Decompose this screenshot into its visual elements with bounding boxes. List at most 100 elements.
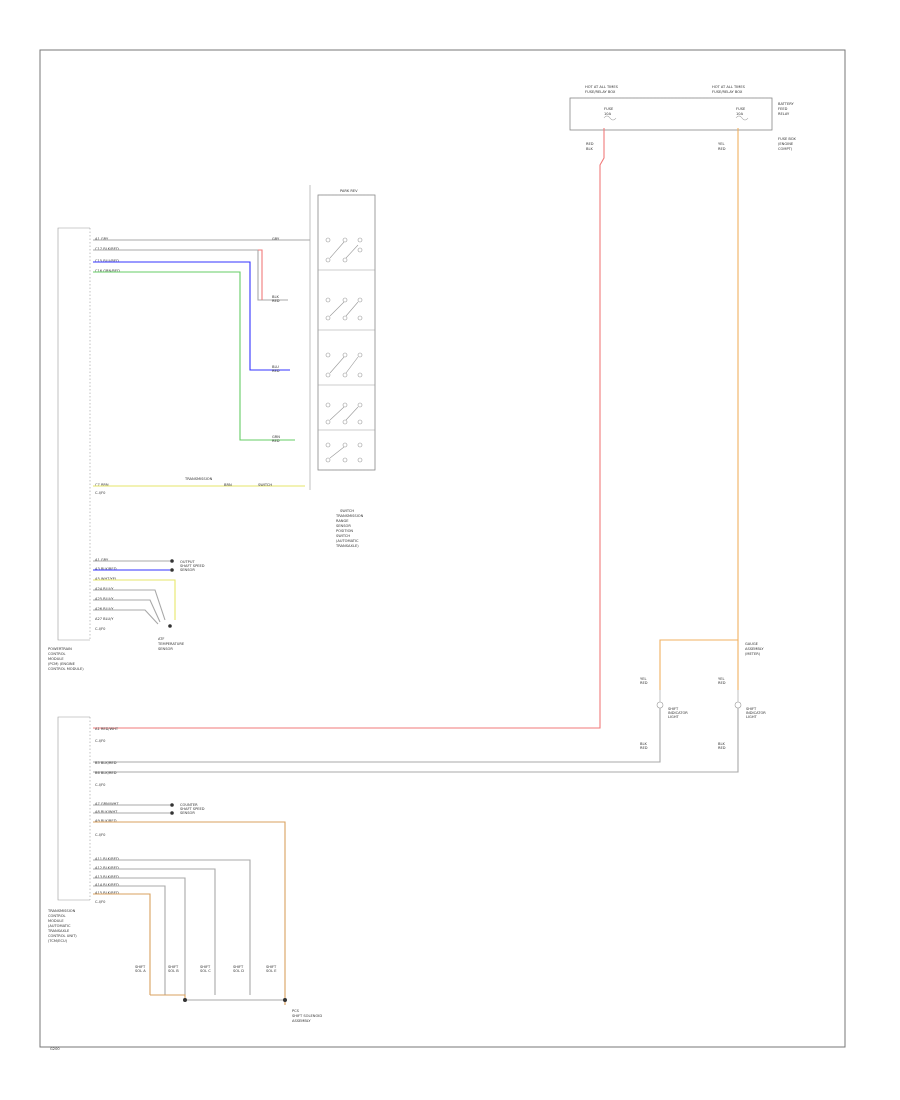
- svg-text:RED: RED: [640, 681, 648, 685]
- svg-text:C15 BLU/RED: C15 BLU/RED: [95, 259, 119, 263]
- svg-text:C7 BRN: C7 BRN: [95, 483, 109, 487]
- svg-text:MODULE: MODULE: [48, 919, 64, 923]
- svg-text:A13 BLK/RED: A13 BLK/RED: [95, 875, 119, 879]
- svg-text:SWITCH: SWITCH: [336, 534, 350, 538]
- svg-text:TEMPERATURE: TEMPERATURE: [157, 642, 185, 646]
- svg-text:RED: RED: [718, 681, 726, 685]
- svg-text:COMPT): COMPT): [778, 147, 793, 151]
- svg-text:SHIFT: SHIFT: [233, 965, 244, 969]
- svg-text:SOL E: SOL E: [266, 969, 277, 973]
- svg-text:10A: 10A: [604, 112, 612, 116]
- svg-text:GRY: GRY: [272, 237, 280, 241]
- svg-text:C17 BLK/RED: C17 BLK/RED: [95, 247, 119, 251]
- svg-text:LIGHT: LIGHT: [668, 715, 680, 719]
- svg-text:TRANSMISSION: TRANSMISSION: [335, 514, 364, 518]
- svg-text:SHIFT: SHIFT: [266, 965, 277, 969]
- svg-text:RANGE: RANGE: [336, 519, 349, 523]
- svg-text:SOL C: SOL C: [200, 969, 211, 973]
- svg-text:(AUTOMATIC: (AUTOMATIC: [48, 924, 71, 928]
- svg-text:SWITCH: SWITCH: [258, 483, 272, 487]
- red-wire: [93, 128, 605, 729]
- fuse-box: HOT AT ALL TIMES FUSE/RELAY BOX HOT AT A…: [569, 85, 796, 151]
- svg-text:C-I/F0: C-I/F0: [95, 739, 106, 743]
- svg-text:A11 BLK/RED: A11 BLK/RED: [95, 857, 119, 861]
- svg-text:C-I/F0: C-I/F0: [95, 627, 106, 631]
- svg-text:HOT AT ALL TIMES: HOT AT ALL TIMES: [712, 85, 746, 89]
- svg-text:BLK: BLK: [586, 147, 593, 151]
- svg-text:A12 BLK/RED: A12 BLK/RED: [95, 866, 119, 870]
- powertrain-control-module: A1 GRY C17 BLK/RED C15 BLU/RED C16 GRN/R…: [48, 227, 120, 671]
- svg-text:RED: RED: [272, 369, 280, 373]
- svg-text:C-I/F0: C-I/F0: [95, 783, 106, 787]
- diagram-frame: [39, 49, 846, 1048]
- svg-text:SHIFT: SHIFT: [668, 707, 679, 711]
- svg-text:SOL D: SOL D: [233, 969, 244, 973]
- svg-text:FUSE/RELAY BOX: FUSE/RELAY BOX: [585, 90, 616, 94]
- svg-text:A1 RED/WHT: A1 RED/WHT: [95, 727, 119, 731]
- svg-text:(PCM) (ENGINE: (PCM) (ENGINE: [48, 662, 76, 666]
- svg-text:TRANSAXLE: TRANSAXLE: [47, 929, 70, 933]
- svg-text:SOL A: SOL A: [135, 969, 146, 973]
- svg-text:SENSOR: SENSOR: [180, 811, 195, 815]
- svg-text:SHIFT SOLENOID: SHIFT SOLENOID: [292, 1014, 322, 1018]
- svg-text:SOL B: SOL B: [168, 969, 179, 973]
- svg-text:COUNTER: COUNTER: [180, 803, 198, 807]
- svg-text:YEL: YEL: [718, 677, 724, 681]
- svg-text:RED: RED: [640, 746, 648, 750]
- svg-text:POWERTRAIN: POWERTRAIN: [48, 647, 72, 651]
- svg-text:BLU: BLU: [272, 365, 279, 369]
- svg-text:(METER): (METER): [745, 652, 761, 656]
- transmission-label: TRANSMISSION: [184, 477, 213, 481]
- svg-text:FUSE BOX: FUSE BOX: [778, 137, 796, 141]
- svg-text:SHAFT SPEED: SHAFT SPEED: [180, 564, 205, 568]
- svg-text:A1 GRY: A1 GRY: [95, 558, 109, 562]
- svg-text:A26 BLU/Y: A26 BLU/Y: [95, 607, 114, 611]
- svg-text:GRN: GRN: [272, 435, 280, 439]
- svg-text:SHAFT SPEED: SHAFT SPEED: [180, 807, 205, 811]
- svg-text:YEL: YEL: [718, 142, 724, 146]
- svg-text:C-I/F0: C-I/F0: [95, 491, 106, 495]
- svg-text:SHIFT: SHIFT: [746, 707, 757, 711]
- svg-text:A9 BLK/RED: A9 BLK/RED: [95, 819, 117, 823]
- svg-text:B6 BLK/RED: B6 BLK/RED: [95, 771, 117, 775]
- svg-text:RED: RED: [272, 439, 280, 443]
- svg-text:A27 BLU/Y: A27 BLU/Y: [95, 617, 114, 621]
- svg-text:MODULE: MODULE: [48, 657, 64, 661]
- svg-text:POSITION: POSITION: [336, 529, 353, 533]
- svg-text:A25 BLU/Y: A25 BLU/Y: [95, 597, 114, 601]
- svg-text:INDICATOR: INDICATOR: [668, 711, 688, 715]
- transmission-range-switch: PARK REV SWITCH TRANSMISSION RANGE SENSO…: [309, 185, 376, 548]
- svg-text:(TCM/ECU): (TCM/ECU): [48, 939, 68, 943]
- svg-text:FUSE/RELAY BOX: FUSE/RELAY BOX: [712, 90, 743, 94]
- svg-text:TRANSAXLE): TRANSAXLE): [335, 544, 359, 548]
- svg-text:FUSE: FUSE: [604, 107, 614, 111]
- svg-text:BLK: BLK: [718, 742, 725, 746]
- svg-text:SHIFT: SHIFT: [200, 965, 211, 969]
- svg-text:FUSE: FUSE: [736, 107, 746, 111]
- svg-text:RED: RED: [718, 147, 726, 151]
- svg-text:CONTROL: CONTROL: [48, 652, 66, 656]
- svg-text:CONTROL MODULE): CONTROL MODULE): [48, 667, 84, 671]
- svg-text:ASSEMBLY: ASSEMBLY: [292, 1019, 311, 1023]
- svg-text:SENSOR: SENSOR: [180, 568, 195, 572]
- svg-text:A1 GRY: A1 GRY: [95, 237, 109, 241]
- svg-text:CONTROL UNIT): CONTROL UNIT): [48, 934, 77, 938]
- svg-text:SENSOR: SENSOR: [158, 647, 173, 651]
- svg-text:C16 GRN/RED: C16 GRN/RED: [95, 269, 120, 273]
- svg-text:PCS: PCS: [292, 1009, 300, 1013]
- ground-ref: G200: [50, 1047, 60, 1051]
- svg-text:RED: RED: [718, 746, 726, 750]
- svg-text:C-I/F0: C-I/F0: [95, 833, 106, 837]
- svg-text:A24 BLU/Y: A24 BLU/Y: [95, 587, 114, 591]
- svg-text:SHIFT: SHIFT: [168, 965, 179, 969]
- svg-text:OUTPUT: OUTPUT: [180, 560, 195, 564]
- svg-text:LIGHT: LIGHT: [746, 715, 758, 719]
- transmission-control-module: A1 RED/WHT C-I/F0 B5 BLK/RED B6 BLK/RED …: [47, 716, 119, 943]
- svg-text:A3 BLK/RED: A3 BLK/RED: [95, 567, 117, 571]
- svg-text:C-I/F0: C-I/F0: [95, 900, 106, 904]
- svg-text:A8 BLK/WHT: A8 BLK/WHT: [95, 810, 118, 814]
- svg-text:HOT AT ALL TIMES: HOT AT ALL TIMES: [585, 85, 619, 89]
- svg-text:A15 BLK/RED: A15 BLK/RED: [95, 891, 119, 895]
